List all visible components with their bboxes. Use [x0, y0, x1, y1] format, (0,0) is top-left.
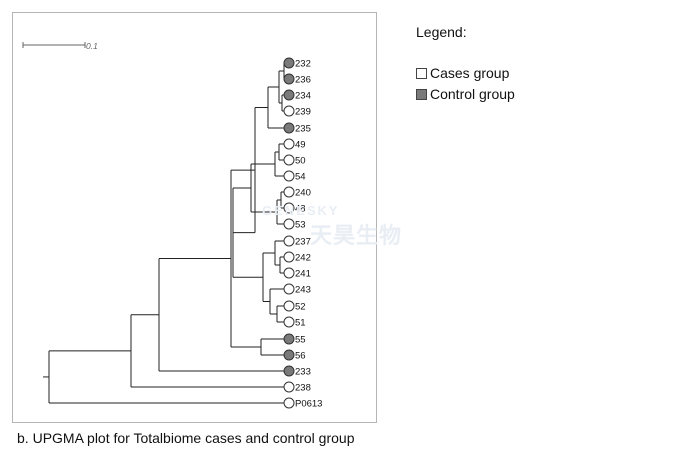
control-swatch-icon: [416, 88, 427, 100]
leaf-label-232: 232: [295, 59, 311, 70]
leaf-marker-48: [283, 202, 295, 214]
leaf-label-51: 51: [295, 318, 306, 329]
leaf-marker-54: [283, 170, 295, 182]
leaf-label-235: 235: [295, 124, 311, 135]
legend-label-cases: Cases group: [430, 65, 510, 81]
legend: Legend: Cases group Control group: [416, 24, 515, 105]
leaf-marker-237: [283, 235, 295, 247]
leaf-label-53: 53: [295, 220, 306, 231]
leaf-label-P0613: P0613: [295, 399, 322, 410]
legend-title: Legend:: [416, 24, 467, 40]
caption-text: UPGMA plot for Totalbiome cases and cont…: [32, 430, 355, 446]
leaf-marker-232: [283, 57, 295, 69]
upgma-tree: 232 236 234 239 235 49 50 54 240 48 53 237 242 241 243…: [22, 41, 322, 410]
leaf-label-233: 233: [295, 367, 311, 378]
leaf-marker-240: [283, 186, 295, 198]
cases-swatch-icon: [416, 67, 427, 79]
leaf-marker-241: [283, 267, 295, 279]
leaf-marker-55: [283, 333, 295, 345]
leaf-marker-49: [283, 138, 295, 150]
leaf-marker-236: [283, 73, 295, 85]
leaf-label-52: 52: [295, 302, 306, 313]
leaf-marker-238: [283, 381, 295, 393]
leaf-marker-242: [283, 251, 295, 263]
leaf-marker-234: [283, 89, 295, 101]
leaf-label-54: 54: [295, 172, 306, 183]
leaf-label-236: 236: [295, 75, 311, 86]
dendrogram-panel: 232 236 234 239 235 49 50 54 240 48 53 237 242 241 243…: [12, 12, 377, 423]
leaf-label-56: 56: [295, 351, 306, 362]
leaf-label-241: 241: [295, 269, 311, 280]
leaf-marker-52: [283, 300, 295, 312]
leaf-marker-50: [283, 154, 295, 166]
leaf-marker-51: [283, 316, 295, 328]
leaf-marker-235: [283, 122, 295, 134]
leaf-label-237: 237: [295, 237, 311, 248]
scale-bar: 0.1: [22, 41, 98, 51]
leaf-marker-P0613: [283, 397, 295, 409]
leaf-label-243: 243: [295, 285, 311, 296]
leaf-marker-56: [283, 349, 295, 361]
leaf-marker-243: [283, 283, 295, 295]
legend-item-control: Control group: [416, 84, 515, 104]
leaf-label-55: 55: [295, 335, 306, 346]
leaf-label-49: 49: [295, 140, 306, 151]
scale-bar-label: 0.1: [86, 41, 98, 51]
figure-caption: b. UPGMA plot for Totalbiome cases and c…: [17, 430, 355, 446]
leaf-label-50: 50: [295, 156, 306, 167]
leaf-label-242: 242: [295, 253, 311, 264]
leaf-marker-233: [283, 365, 295, 377]
leaf-label-239: 239: [295, 107, 311, 118]
leaf-label-48: 48: [295, 204, 306, 215]
leaf-label-238: 238: [295, 383, 311, 394]
leaf-marker-53: [283, 218, 295, 230]
caption-prefix: b.: [17, 430, 29, 446]
legend-item-cases: Cases group: [416, 63, 515, 83]
leaf-marker-239: [283, 105, 295, 117]
leaf-label-240: 240: [295, 188, 311, 199]
legend-label-control: Control group: [430, 86, 515, 102]
leaf-label-234: 234: [295, 91, 311, 102]
